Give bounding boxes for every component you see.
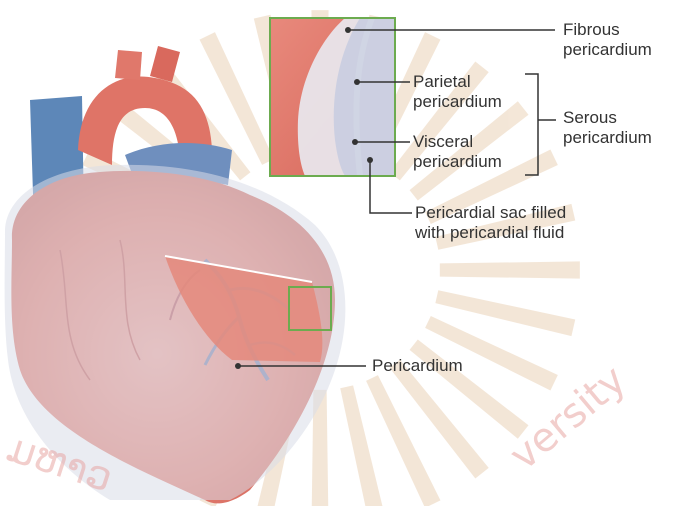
label-visceral-pericardium: Visceral pericardium (413, 132, 502, 172)
label-fibrous-line2: pericardium (563, 40, 652, 60)
label-visceral-line2: pericardium (413, 152, 502, 172)
label-parietal-line2: pericardium (413, 92, 502, 112)
label-serous-line1: Serous (563, 108, 652, 128)
label-serous-line2: pericardium (563, 128, 652, 148)
label-fibrous-pericardium: Fibrous pericardium (563, 20, 652, 60)
label-parietal-line1: Parietal (413, 72, 502, 92)
label-pericardial-sac: Pericardial sac filled with pericardial … (415, 203, 566, 243)
label-sac-line2: with pericardial fluid (415, 223, 566, 243)
label-fibrous-line1: Fibrous (563, 20, 652, 40)
label-visceral-line1: Visceral (413, 132, 502, 152)
inset-magnified-layers (270, 18, 395, 176)
seal-ray (440, 261, 580, 278)
label-serous-pericardium: Serous pericardium (563, 108, 652, 148)
label-parietal-pericardium: Parietal pericardium (413, 72, 502, 112)
label-pericardium: Pericardium (372, 356, 463, 376)
label-sac-line1: Pericardial sac filled (415, 203, 566, 223)
